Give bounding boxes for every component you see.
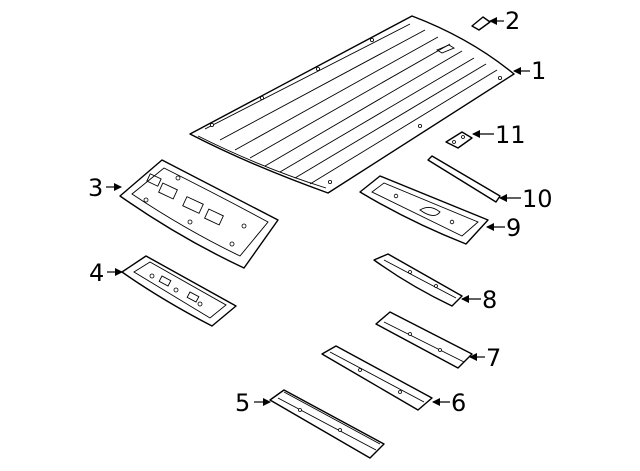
roof-clip [471, 16, 491, 31]
roof-bracket [445, 131, 473, 149]
callout-7: 7 [486, 344, 501, 372]
leader-lines [106, 17, 530, 406]
callout-1: 1 [531, 57, 546, 85]
callout-3: 3 [88, 174, 103, 202]
seal-strip [427, 155, 501, 203]
callout-8: 8 [482, 286, 497, 314]
callout-11: 11 [495, 121, 526, 149]
callout-6: 6 [451, 389, 466, 417]
front-roof-bow [121, 255, 237, 327]
rear-header-panel [359, 175, 489, 245]
roof-bow-6 [321, 345, 433, 411]
front-header-panel [119, 159, 279, 269]
roof-bow-8 [373, 253, 463, 307]
callout-10: 10 [522, 185, 553, 213]
roof-bow-5 [269, 389, 385, 459]
callout-5: 5 [235, 389, 250, 417]
roof-bow-7 [375, 311, 473, 369]
callout-2: 2 [505, 7, 520, 35]
callout-4: 4 [89, 259, 104, 287]
roof-panel [189, 15, 515, 194]
callout-9: 9 [506, 214, 521, 242]
